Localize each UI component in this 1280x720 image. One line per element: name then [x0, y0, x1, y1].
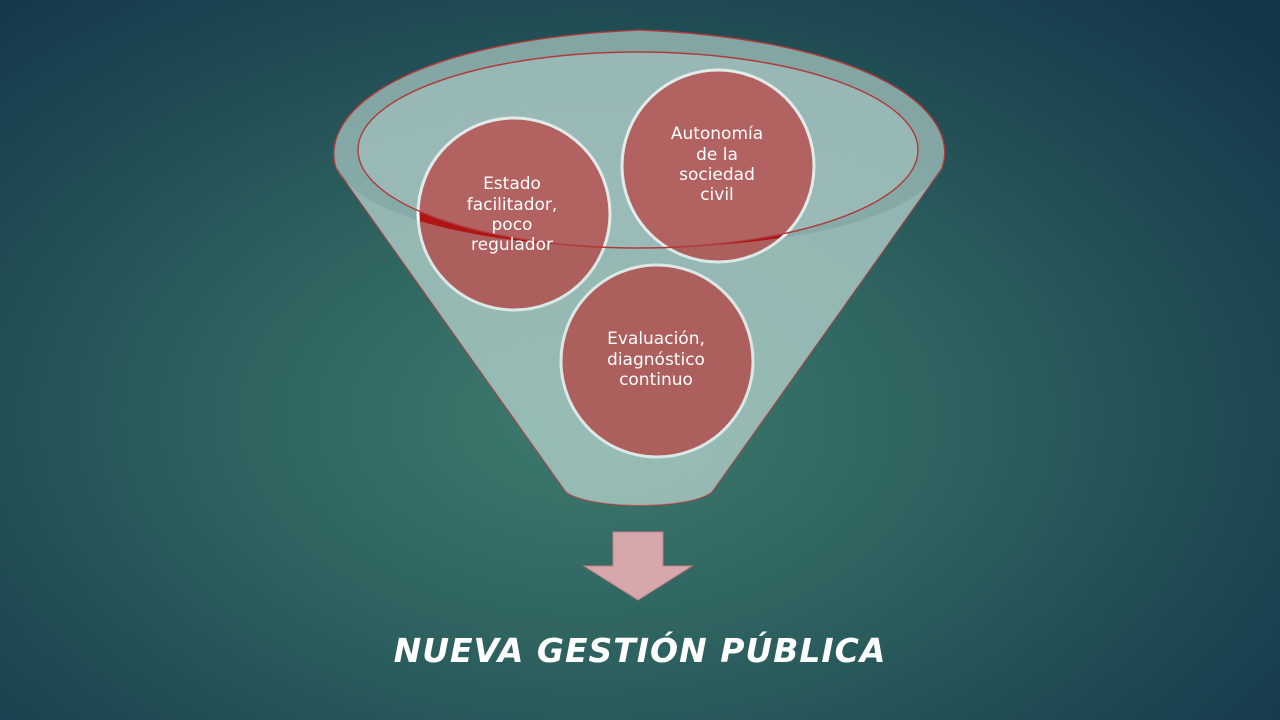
funnel-mouth [357, 51, 919, 249]
funnel-front-glass [336, 168, 942, 506]
circle-autonomia [620, 68, 816, 264]
diagram-caption: NUEVA GESTIÓN PÚBLICA [393, 631, 887, 670]
down-arrow-icon [582, 531, 694, 601]
funnel-rim [333, 29, 946, 169]
circle-estado [416, 116, 612, 312]
circle-evaluacion [559, 263, 755, 459]
